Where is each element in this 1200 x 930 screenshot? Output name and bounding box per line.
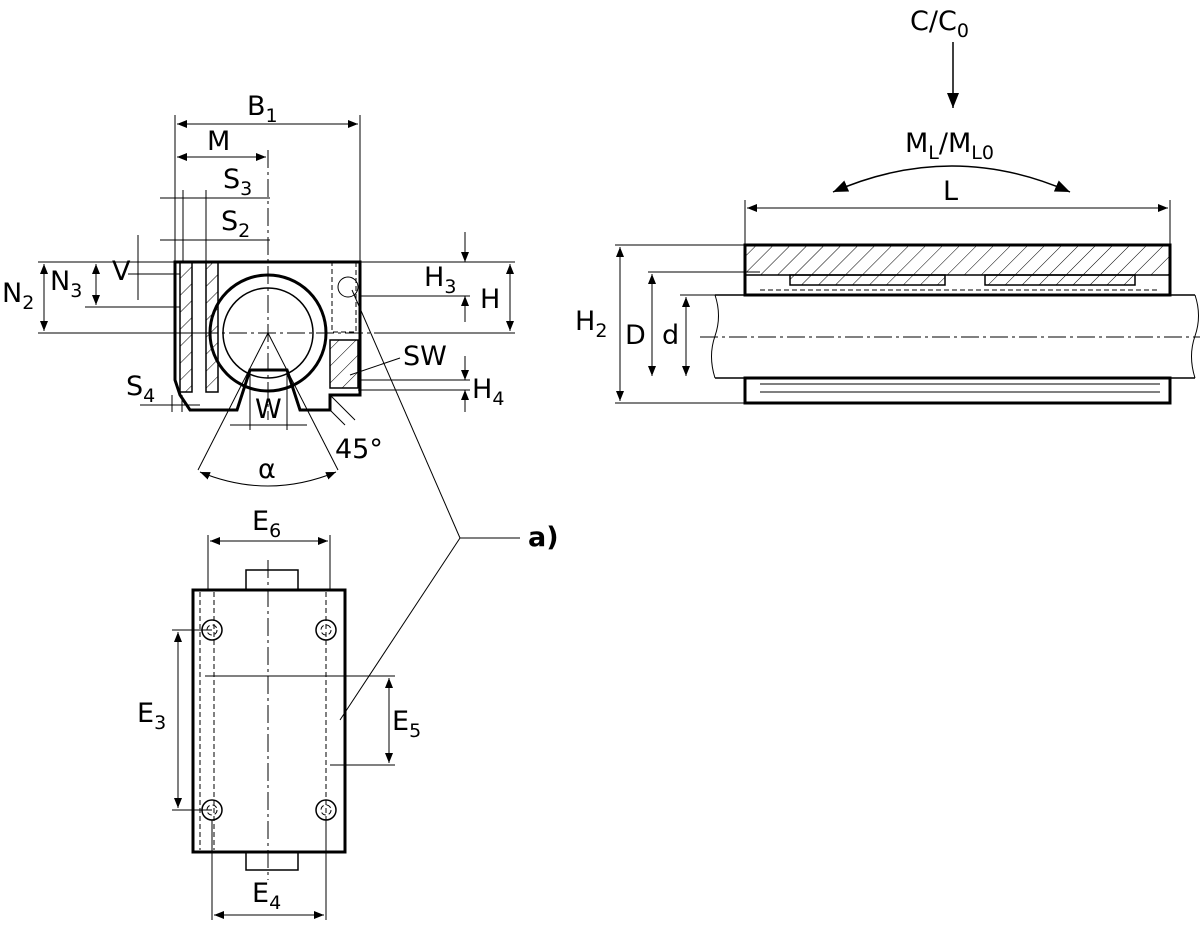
label-H4: H4	[472, 374, 504, 410]
label-E3: E3	[137, 698, 166, 734]
label-S2: S2	[221, 206, 250, 242]
label-moment: ML/ML0	[905, 128, 994, 164]
shaft-bottom-stub	[245, 852, 299, 871]
label-callout-a: a)	[528, 522, 559, 553]
housing-section	[744, 244, 1171, 276]
label-d: d	[662, 320, 679, 351]
label-H: H	[480, 284, 500, 315]
label-E4: E4	[252, 878, 281, 914]
arc-alpha	[199, 471, 337, 487]
label-alpha: α	[258, 454, 276, 485]
slot-hatch-left	[179, 261, 193, 393]
callout-a: a)	[339, 289, 559, 721]
label-W: W	[255, 394, 282, 425]
label-E6: E6	[252, 506, 281, 542]
label-N2: N2	[2, 278, 34, 314]
top-view: E6 E3 E5 E4	[137, 506, 421, 920]
front-view: B1 M S3 S2 V N2 N3 H3 H	[2, 91, 515, 487]
label-45: 45°	[335, 434, 383, 465]
label-V: V	[112, 256, 131, 287]
label-L: L	[943, 176, 958, 207]
screw-hatch	[329, 339, 359, 389]
moment-arc	[832, 165, 1071, 193]
label-SW: SW	[403, 341, 447, 372]
label-H3: H3	[424, 262, 456, 298]
label-N3: N3	[50, 266, 82, 302]
arc-45	[329, 409, 346, 426]
label-E5: E5	[392, 706, 421, 742]
label-load: C/C0	[910, 6, 969, 42]
label-H2: H2	[575, 306, 607, 342]
leader-SW	[349, 357, 401, 376]
label-M: M	[207, 126, 230, 157]
label-D: D	[625, 320, 646, 351]
housing-top-outline	[191, 588, 347, 854]
bearing-left	[789, 274, 946, 286]
mounting-hole-tr	[315, 619, 337, 641]
label-S3: S3	[223, 164, 252, 200]
label-S4: S4	[126, 371, 155, 407]
screw-head	[337, 276, 359, 298]
housing-bottom	[743, 376, 1172, 405]
side-view: C/C0 ML/ML0 L H2 D	[575, 6, 1200, 405]
label-B1: B1	[247, 91, 278, 127]
hidden-bore	[331, 261, 357, 333]
bearing-right	[984, 274, 1136, 286]
shaft-top-stub	[245, 569, 299, 590]
slot-hatch-right	[205, 261, 219, 393]
